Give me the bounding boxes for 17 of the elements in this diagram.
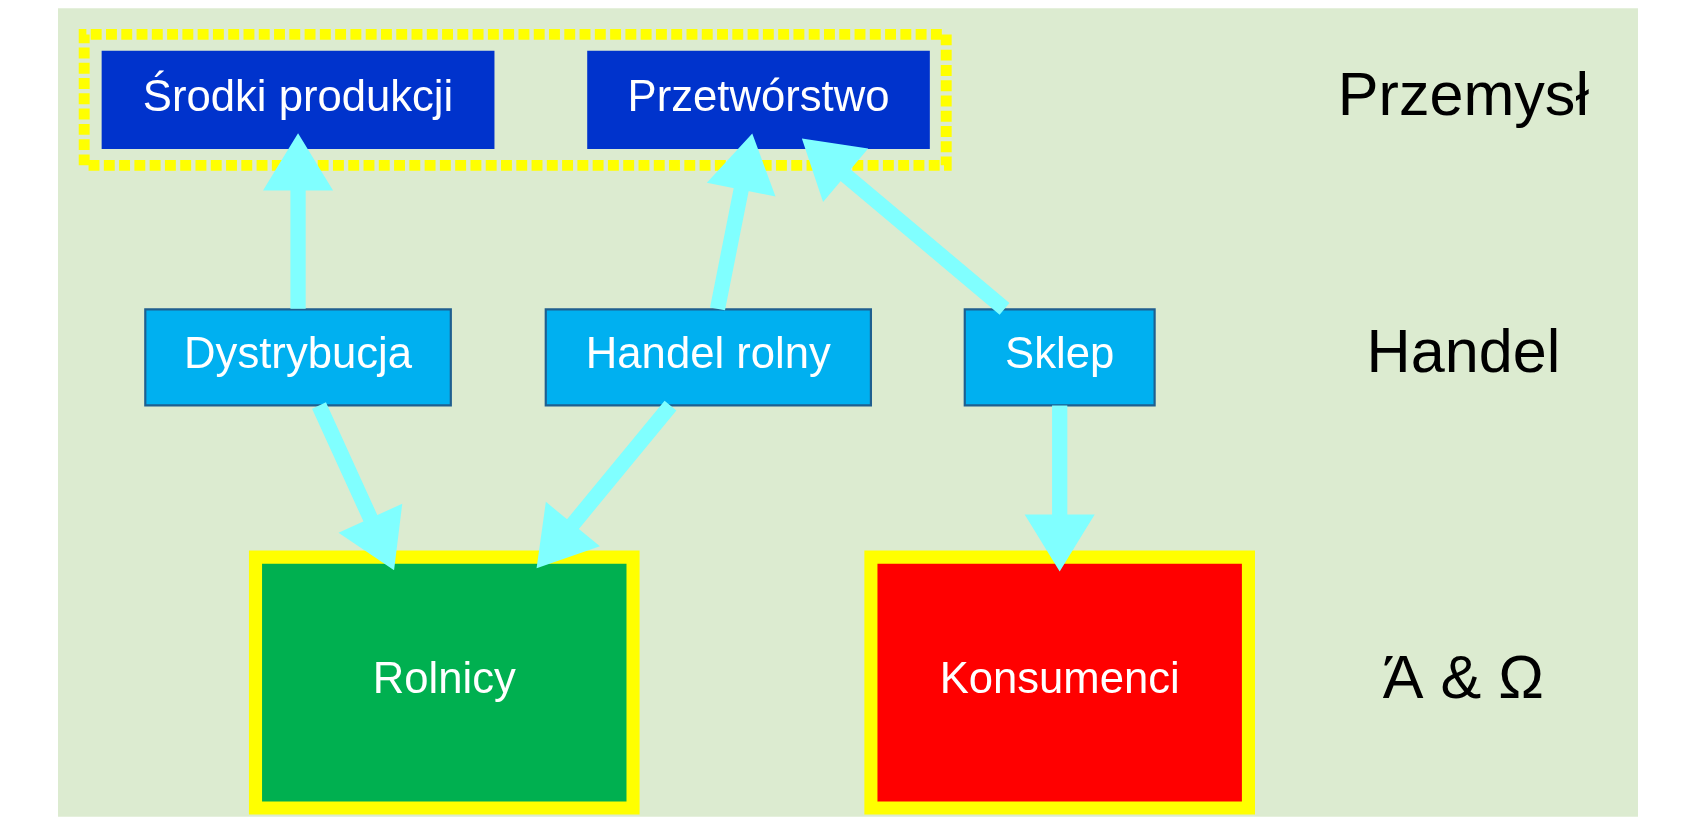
node-box: Sklep [963, 308, 1156, 407]
cluster [78, 28, 952, 171]
arrow [706, 133, 776, 311]
label: Handel [1366, 317, 1561, 386]
arrow [536, 400, 677, 569]
arrow [263, 133, 334, 309]
node-box: Konsumenci [864, 550, 1255, 815]
arrow [312, 402, 403, 571]
node-box: Dystrybucja [144, 308, 452, 407]
node-box: Handel rolny [544, 308, 872, 407]
label: Ά & Ω [1382, 642, 1544, 711]
arrow [1024, 405, 1095, 572]
arrow [801, 138, 1010, 315]
node-box: Środki produkcji [101, 50, 495, 149]
node-box: Przetwórstwo [587, 50, 930, 149]
node-box: Rolnicy [248, 550, 640, 815]
label: Przemysł [1337, 59, 1590, 128]
